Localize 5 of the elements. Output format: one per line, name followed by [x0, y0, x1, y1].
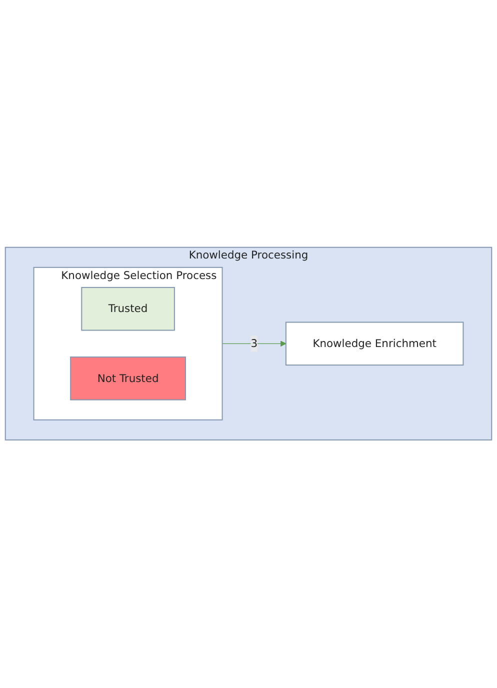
arrow [222, 341, 286, 347]
edge-label: 3 [250, 337, 258, 350]
node-box: Trusted [81, 287, 175, 332]
node-box: Not Trusted [70, 356, 186, 401]
node-box: Knowledge Enrichment [285, 322, 464, 366]
